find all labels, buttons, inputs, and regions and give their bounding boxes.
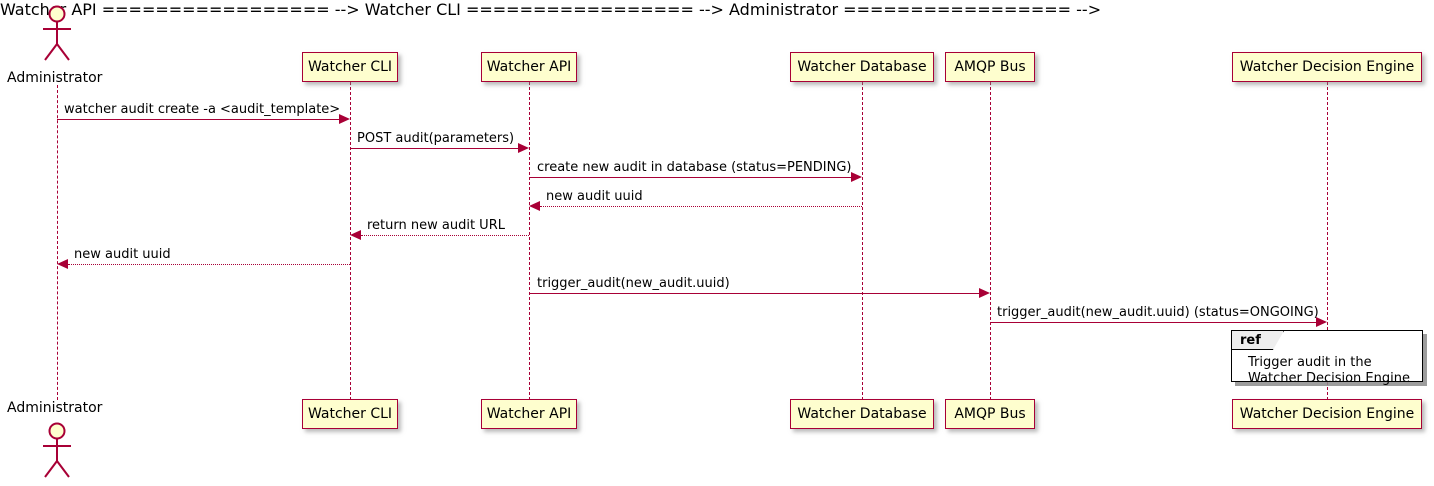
- message-line-7: [529, 293, 979, 294]
- actor-stick-figure-icon: [43, 5, 71, 61]
- participant-box-watcher-api-bottom[interactable]: Watcher API: [481, 399, 577, 429]
- ref-fragment-line-1: Trigger audit in the: [1248, 355, 1372, 370]
- message-label-6: new audit uuid: [74, 247, 171, 262]
- message-arrowhead-4: [529, 201, 540, 211]
- participant-box-watcher-api-top[interactable]: Watcher API: [481, 52, 577, 82]
- participant-label-watcher-database-bottom: Watcher Database: [797, 406, 927, 422]
- message-arrowhead-1: [339, 114, 350, 124]
- message-label-5: return new audit URL: [367, 218, 505, 233]
- participant-label-amqp-bus-top: AMQP Bus: [954, 59, 1026, 75]
- participant-label-watcher-database-top: Watcher Database: [797, 59, 927, 75]
- message-line-4: [540, 206, 862, 207]
- message-label-4: new audit uuid: [546, 189, 643, 204]
- message-line-8: [990, 322, 1316, 323]
- message-arrowhead-7: [979, 288, 990, 298]
- lifeline-watcher-database: [862, 82, 863, 400]
- message-arrowhead-6: [57, 259, 68, 269]
- lifeline-administrator: [57, 85, 58, 400]
- lifeline-amqp-bus: [990, 82, 991, 400]
- participant-box-watcher-database-top[interactable]: Watcher Database: [790, 52, 934, 82]
- participant-label-watcher-cli-bottom: Watcher CLI: [307, 406, 393, 422]
- message-line-1: [57, 119, 339, 120]
- participant-label-amqp-bus-bottom: AMQP Bus: [954, 406, 1026, 422]
- message-line-6: [68, 264, 350, 265]
- message-arrowhead-8: [1316, 317, 1327, 327]
- participant-label-watcher-api-top: Watcher API: [486, 59, 572, 75]
- message-line-2: [350, 148, 518, 149]
- lifeline-watcher-cli: [350, 82, 351, 400]
- actor-administrator-top[interactable]: [33, 3, 81, 63]
- ref-fragment-body: Trigger audit in the Watcher Decision En…: [1232, 352, 1422, 387]
- participant-box-watcher-cli-top[interactable]: Watcher CLI: [302, 52, 398, 82]
- participant-label-watcher-cli-top: Watcher CLI: [307, 59, 393, 75]
- actor-administrator-bottom[interactable]: [33, 420, 81, 480]
- actor-stick-figure-icon: [43, 422, 71, 478]
- ref-fragment-box: ref Trigger audit in the Watcher Decisio…: [1231, 330, 1423, 386]
- participant-box-amqp-bus-top[interactable]: AMQP Bus: [945, 52, 1035, 82]
- participant-label-watcher-api-bottom: Watcher API: [486, 406, 572, 422]
- ref-fragment-tab-label: ref: [1240, 332, 1261, 348]
- lifeline-watcher-api: [529, 82, 530, 400]
- participant-label-watcher-decision-engine-bottom: Watcher Decision Engine: [1239, 406, 1415, 422]
- message-label-8: trigger_audit(new_audit.uuid) (status=ON…: [997, 305, 1319, 320]
- message-arrowhead-3: [851, 172, 862, 182]
- message-label-2: POST audit(parameters): [357, 131, 515, 146]
- message-line-5: [361, 235, 529, 236]
- participant-box-amqp-bus-bottom[interactable]: AMQP Bus: [945, 399, 1035, 429]
- actor-label-administrator-bottom: Administrator: [7, 400, 103, 416]
- participant-box-watcher-cli-bottom[interactable]: Watcher CLI: [302, 399, 398, 429]
- message-arrowhead-5: [350, 230, 361, 240]
- ref-fragment-line-2: Watcher Decision Engine: [1248, 371, 1410, 386]
- participant-box-watcher-decision-engine-bottom[interactable]: Watcher Decision Engine: [1232, 399, 1422, 429]
- participant-box-watcher-database-bottom[interactable]: Watcher Database: [790, 399, 934, 429]
- participant-label-watcher-decision-engine-top: Watcher Decision Engine: [1239, 59, 1415, 75]
- ref-fragment-tab: ref: [1232, 331, 1284, 350]
- lifeline-watcher-decision-engine: [1327, 82, 1328, 400]
- actor-label-administrator-top: Administrator: [7, 70, 103, 86]
- participant-box-watcher-decision-engine-top[interactable]: Watcher Decision Engine: [1232, 52, 1422, 82]
- message-line-3: [529, 177, 851, 178]
- message-arrowhead-2: [518, 143, 529, 153]
- message-label-7: trigger_audit(new_audit.uuid): [537, 276, 730, 291]
- message-label-3: create new audit in database (status=PEN…: [537, 160, 852, 175]
- message-label-1: watcher audit create -a <audit_template>: [64, 102, 341, 117]
